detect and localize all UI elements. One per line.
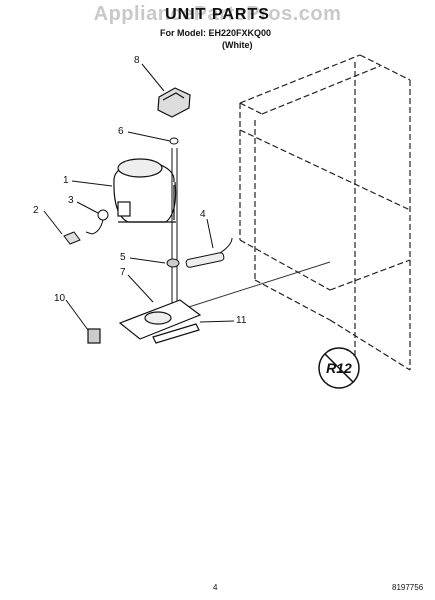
tubing (171, 148, 178, 310)
relay (85, 209, 109, 235)
page-title: UNIT PARTS (165, 6, 270, 23)
compressor (113, 158, 177, 223)
callout-2: 2 (33, 205, 39, 216)
clamp (157, 87, 191, 118)
callout-11: 11 (236, 315, 247, 326)
doc-number: 8197756 (392, 583, 424, 592)
r12-logo-text: R12 (326, 360, 352, 376)
color-line: (White) (222, 40, 253, 50)
callout-7: 7 (120, 267, 126, 278)
page-number: 4 (213, 583, 218, 592)
start-relay (63, 231, 81, 245)
rail (152, 323, 200, 344)
callout-10: 10 (54, 293, 66, 304)
capacitor (87, 328, 101, 344)
callout-4: 4 (200, 209, 206, 220)
callout-6: 6 (118, 126, 124, 137)
grommet (166, 258, 180, 268)
cabinet-outline (239, 54, 411, 371)
cabinet-top-front-edge (239, 54, 361, 104)
r12-logo (318, 347, 360, 389)
callout-3: 3 (68, 195, 74, 206)
callout-8: 8 (134, 55, 140, 66)
model-line: For Model: EH220FXKQ00 (160, 28, 272, 38)
base-plate (118, 299, 202, 340)
callout-1: 1 (63, 175, 69, 186)
watermark-text: AppliancePartsPros.com (93, 3, 342, 25)
floor-line (169, 261, 331, 314)
drier (185, 237, 233, 268)
callout-5: 5 (120, 252, 126, 263)
valve (169, 137, 179, 145)
leader-lines (43, 63, 235, 331)
